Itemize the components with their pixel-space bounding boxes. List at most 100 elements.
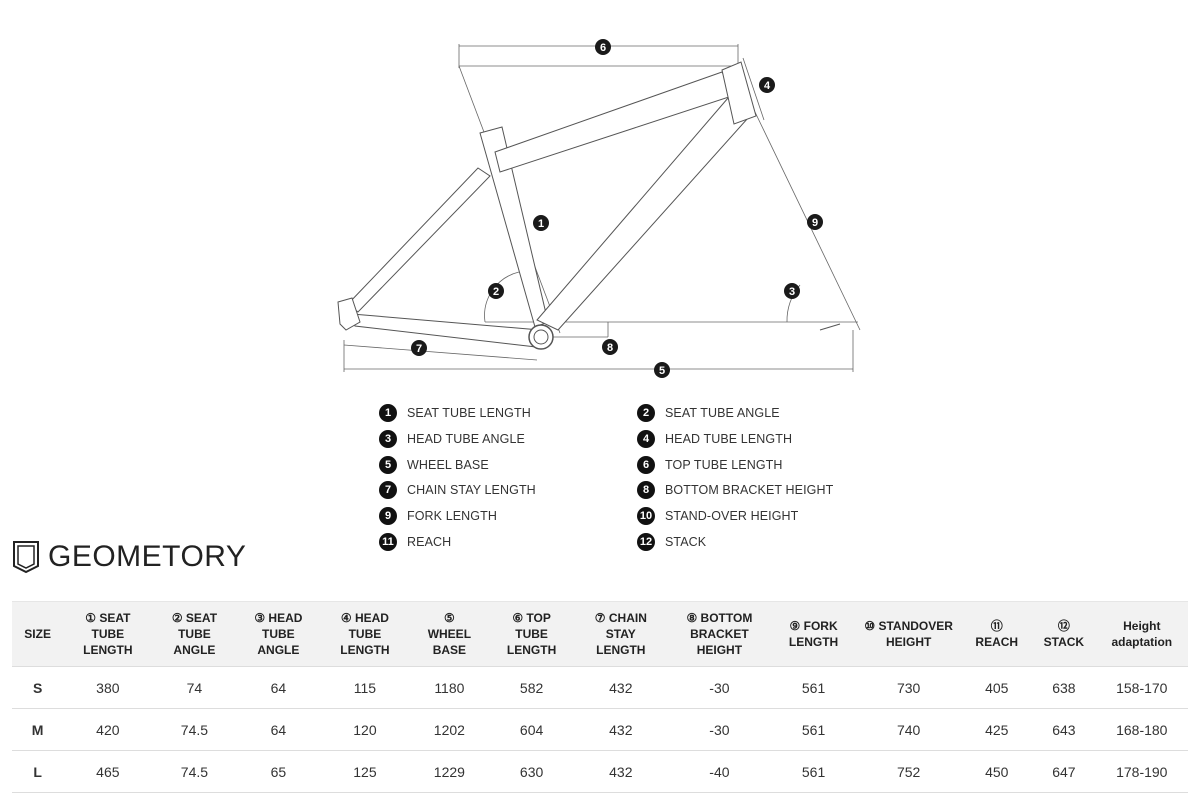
header-line: TUBE [178, 627, 211, 641]
value-cell: 730 [855, 666, 962, 709]
value-cell: 158-170 [1095, 666, 1188, 709]
value-cell: 1202 [409, 708, 490, 751]
size-cell: S [12, 666, 64, 709]
legend-label: WHEEL BASE [407, 457, 489, 472]
legend-number: 12 [637, 533, 655, 551]
header-line: STACK [1043, 635, 1085, 649]
marker-1: 1 [533, 215, 549, 231]
value-cell: 740 [855, 708, 962, 751]
value-cell: 643 [1032, 708, 1096, 751]
legend-number: 1 [379, 404, 397, 422]
header-line: ⑤ [443, 611, 455, 625]
marker-label: 2 [493, 286, 499, 298]
header-line: ① SEAT [85, 611, 131, 625]
value-cell: 420 [63, 708, 153, 751]
marker-4: 4 [759, 77, 775, 93]
legend-number: 9 [379, 507, 397, 526]
marker-circle [784, 283, 800, 299]
bottom-bracket-inner [533, 329, 549, 345]
marker-7: 7 [411, 340, 427, 356]
marker-2: 2 [488, 283, 504, 299]
marker-label: 6 [600, 42, 606, 54]
chain-stay [351, 313, 546, 349]
marker-circle [533, 215, 549, 231]
value-cell: 425 [961, 708, 1033, 751]
legend-label: STAND-OVER HEIGHT [665, 509, 799, 524]
dropout [337, 297, 361, 331]
legend-number: 7 [379, 481, 397, 500]
value-cell: 1180 [409, 666, 490, 709]
legend-label: BOTTOM BRACKET HEIGHT [665, 483, 834, 498]
value-cell: 74.5 [152, 750, 237, 793]
header-line: LENGTH [596, 643, 646, 657]
legend-label: HEAD TUBE LENGTH [665, 431, 793, 446]
header-line: Height [1123, 619, 1161, 633]
marker-3: 3 [784, 283, 800, 299]
value-cell: 604 [489, 708, 574, 751]
value-cell: 64 [236, 708, 321, 751]
legend-number: 6 [637, 455, 655, 474]
header-line: BASE [432, 643, 467, 657]
marker-8: 8 [602, 339, 618, 355]
header-line: ANGLE [257, 643, 300, 657]
legend-number: 2 [637, 404, 655, 422]
marker-circle [759, 77, 775, 93]
bike-frame-geometry-diagram: 1 2 3 4 5 6 7 8 9 [337, 39, 861, 378]
value-cell: 380 [63, 666, 153, 709]
legend-number: 11 [379, 533, 397, 551]
value-cell: 561 [771, 750, 856, 793]
header-line: ⑩ STANDOVER [864, 619, 953, 633]
header-line: ANGLE [173, 643, 216, 657]
value-cell: 168-180 [1095, 708, 1188, 751]
marker-circle [807, 214, 823, 230]
value-cell: -30 [667, 666, 772, 709]
section-title: GEOMETORY [12, 540, 246, 574]
size-cell: M [12, 708, 64, 751]
value-cell: 65 [236, 750, 321, 793]
marker-circle [602, 339, 618, 355]
size-cell: L [12, 750, 64, 793]
legend-number: 3 [379, 429, 397, 448]
value-cell: 432 [574, 708, 668, 751]
value-cell: 64 [236, 666, 321, 709]
header-line: ② SEAT [171, 611, 218, 625]
legend-label: HEAD TUBE ANGLE [407, 431, 525, 446]
header-line: ⑨ FORK [789, 619, 838, 633]
marker-5: 5 [654, 362, 670, 378]
value-cell: 178-190 [1095, 750, 1188, 793]
marker-label: 8 [607, 342, 613, 354]
geometry-heading: GEOMETORY [48, 540, 247, 573]
header-line: WHEEL [427, 627, 472, 641]
value-cell: 647 [1032, 750, 1096, 793]
value-cell: 630 [489, 750, 574, 793]
value-cell: 465 [63, 750, 153, 793]
value-cell: 125 [320, 750, 410, 793]
marker-label: 1 [538, 218, 544, 230]
seat-stay [347, 167, 491, 313]
legend-label: CHAIN STAY LENGTH [407, 483, 536, 498]
value-cell: 450 [961, 750, 1033, 793]
head-tube [721, 61, 757, 125]
marker-label: 9 [812, 217, 818, 229]
marker-circle [595, 39, 611, 55]
header-line: LENGTH [83, 643, 133, 657]
header-line: ⑥ TOP [512, 611, 551, 625]
header-line: TUBE [515, 627, 548, 641]
legend-number: 10 [637, 507, 655, 526]
